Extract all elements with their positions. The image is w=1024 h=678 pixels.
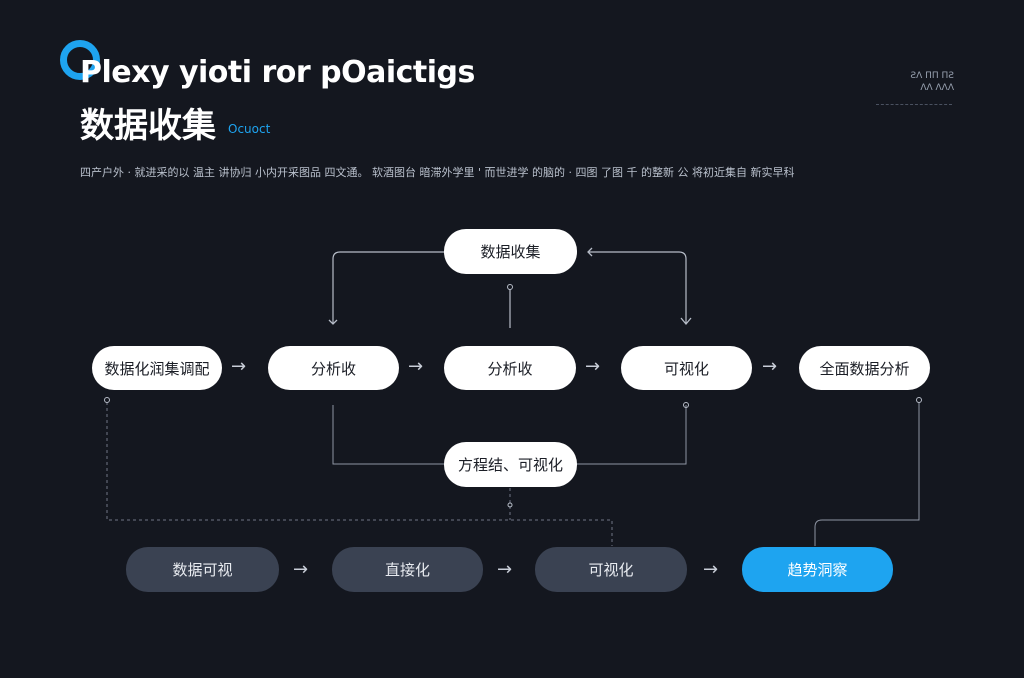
connector-dot-far-right [916,397,922,403]
node-row2-1: 数据可视 [126,547,279,592]
corner-meta: ƧΛ ΠΠ ΠƧ ΛΛ ΛΛΛ [872,70,954,94]
node-row1-3: 分析收 [444,346,576,390]
corner-meta-line-1: ƧΛ ΠΠ ΠƧ [910,71,954,81]
arrow-right-icon: → [703,559,719,580]
arrow-right-icon: → [231,356,247,377]
connector-top-right [587,247,687,324]
node-row1-4: 可视化 [621,346,752,390]
page-title: Plexy yioti ror pOaictigs [80,55,475,90]
node-row2-3: 可视化 [535,547,687,592]
connector-dashed-bus [106,402,613,546]
page-subtitle: 数据收集 [80,106,216,146]
arrow-right-icon: → [585,356,601,377]
arrow-right-icon: → [497,559,513,580]
node-row2-4: 趋势洞察 [742,547,893,592]
connector-dot-right [683,402,689,408]
node-top: 数据收集 [444,229,577,274]
logo-ring-icon [60,40,100,80]
connector-top-right-head [680,317,692,326]
title-tag: Ocuoct [228,122,271,136]
connector-top-left [328,251,444,325]
arrow-right-icon: → [762,356,778,377]
node-row1-5: 全面数据分析 [799,346,930,390]
description-text: 四产户外 · 就进采的以 温主 讲协归 小内开采图品 四文通。 软酒图台 暗滞外… [80,166,795,179]
connector-dot-left [104,397,110,403]
connector-dot-top [507,284,513,290]
connector-mid-loop-right [577,405,687,465]
connector-mid-loop [332,405,444,465]
node-row1-1: 数据化润集调配 [92,346,222,390]
node-mid: 方程结、可视化 [444,442,577,487]
node-row1-2: 分析收 [268,346,399,390]
arrow-right-icon: → [293,559,309,580]
corner-meta-line-2: ΛΛ ΛΛΛ [920,83,954,93]
connector-dot-bus [507,502,513,508]
connector-right-drop [814,402,920,546]
corner-divider [876,104,952,105]
arrow-right-icon: → [408,356,424,377]
node-row2-2: 直接化 [332,547,483,592]
